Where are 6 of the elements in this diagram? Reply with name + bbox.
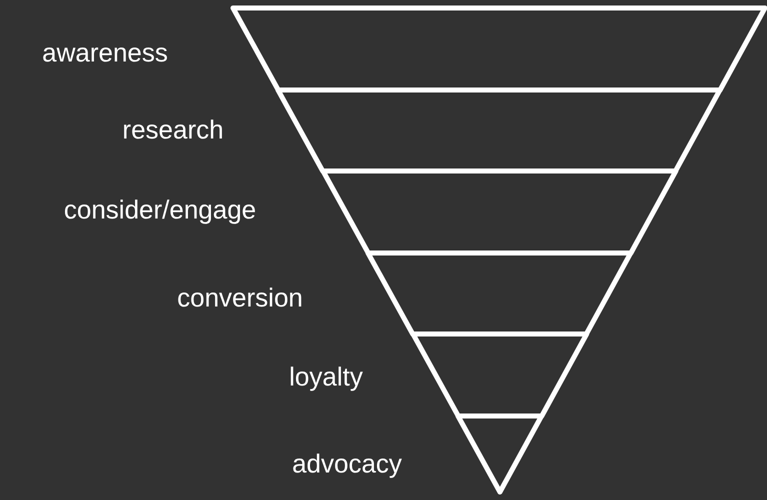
stage-label: advocacy [292, 450, 402, 478]
stage-label: research [122, 116, 224, 144]
stage-label: conversion [177, 284, 303, 312]
stage-label: consider/engage [64, 196, 256, 224]
stage-label: awareness [42, 38, 168, 68]
stage-label: loyalty [289, 362, 363, 392]
